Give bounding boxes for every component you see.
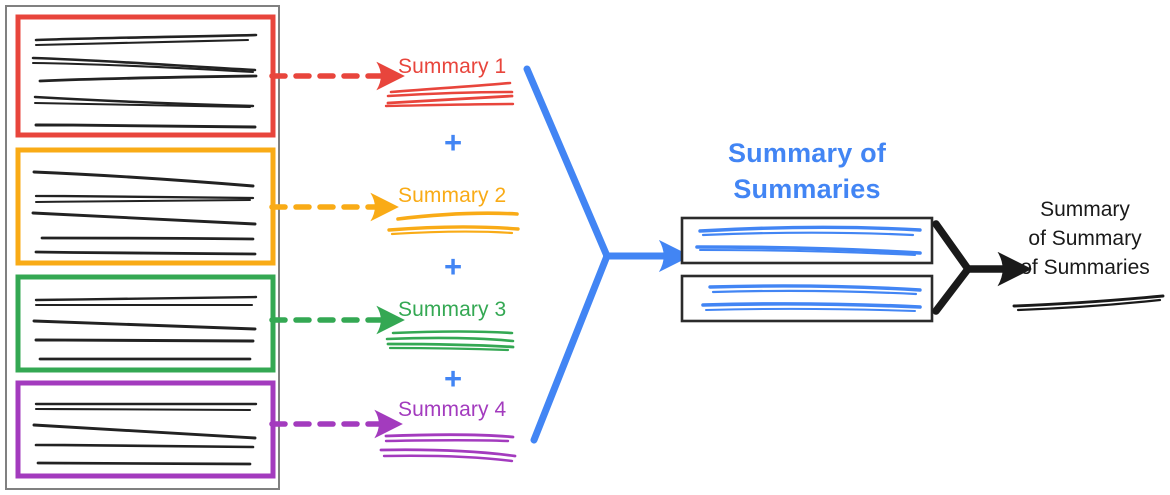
document-box-green[interactable]: [15, 274, 276, 373]
final-output-line-2: of Summary: [1028, 226, 1142, 250]
final-output-line-1: Summary: [1040, 198, 1130, 221]
summary-4-label: Summary 4: [398, 398, 507, 421]
document-box-purple[interactable]: [15, 380, 276, 479]
sos-title-line-2: Summaries: [733, 173, 881, 204]
document-scribble-lines-orange: [31, 170, 257, 256]
arrow-merge-final: [932, 220, 1032, 315]
final-output-line-3: of Summaries: [1020, 255, 1150, 279]
summary-scribble-orange: [387, 211, 520, 236]
summary-2-label: Summary 2: [398, 184, 507, 207]
document-box-red[interactable]: [15, 14, 276, 138]
document-scribble-lines-red: [31, 33, 258, 129]
sos-box-1[interactable]: [680, 216, 934, 265]
document-scribble-lines-purple: [32, 402, 258, 466]
plus-operator-2: +: [444, 249, 463, 284]
final-output-label: Summary of Summary of Summaries: [1005, 196, 1165, 283]
sos-scribble-lines-2: [701, 284, 922, 312]
document-box-orange[interactable]: [15, 147, 276, 266]
arrow-merge-summaries: [523, 65, 692, 444]
plus-operator-3: +: [444, 361, 463, 396]
summary-1-label: Summary 1: [398, 55, 507, 78]
summary-scribble-green: [385, 330, 515, 352]
sos-scribble-lines-1: [695, 225, 922, 256]
summary-3-label: Summary 3: [398, 298, 507, 321]
summary-of-summaries-title: Summary of Summaries: [682, 136, 932, 207]
summary-scribble-red: [384, 81, 515, 108]
document-scribble-lines-green: [32, 295, 258, 361]
summary-scribble-purple: [379, 433, 517, 463]
sos-title-line-1: Summary of: [727, 138, 887, 168]
sos-box-2[interactable]: [680, 274, 934, 323]
plus-operator-1: +: [444, 125, 463, 160]
final-output-underline: [1012, 294, 1165, 312]
